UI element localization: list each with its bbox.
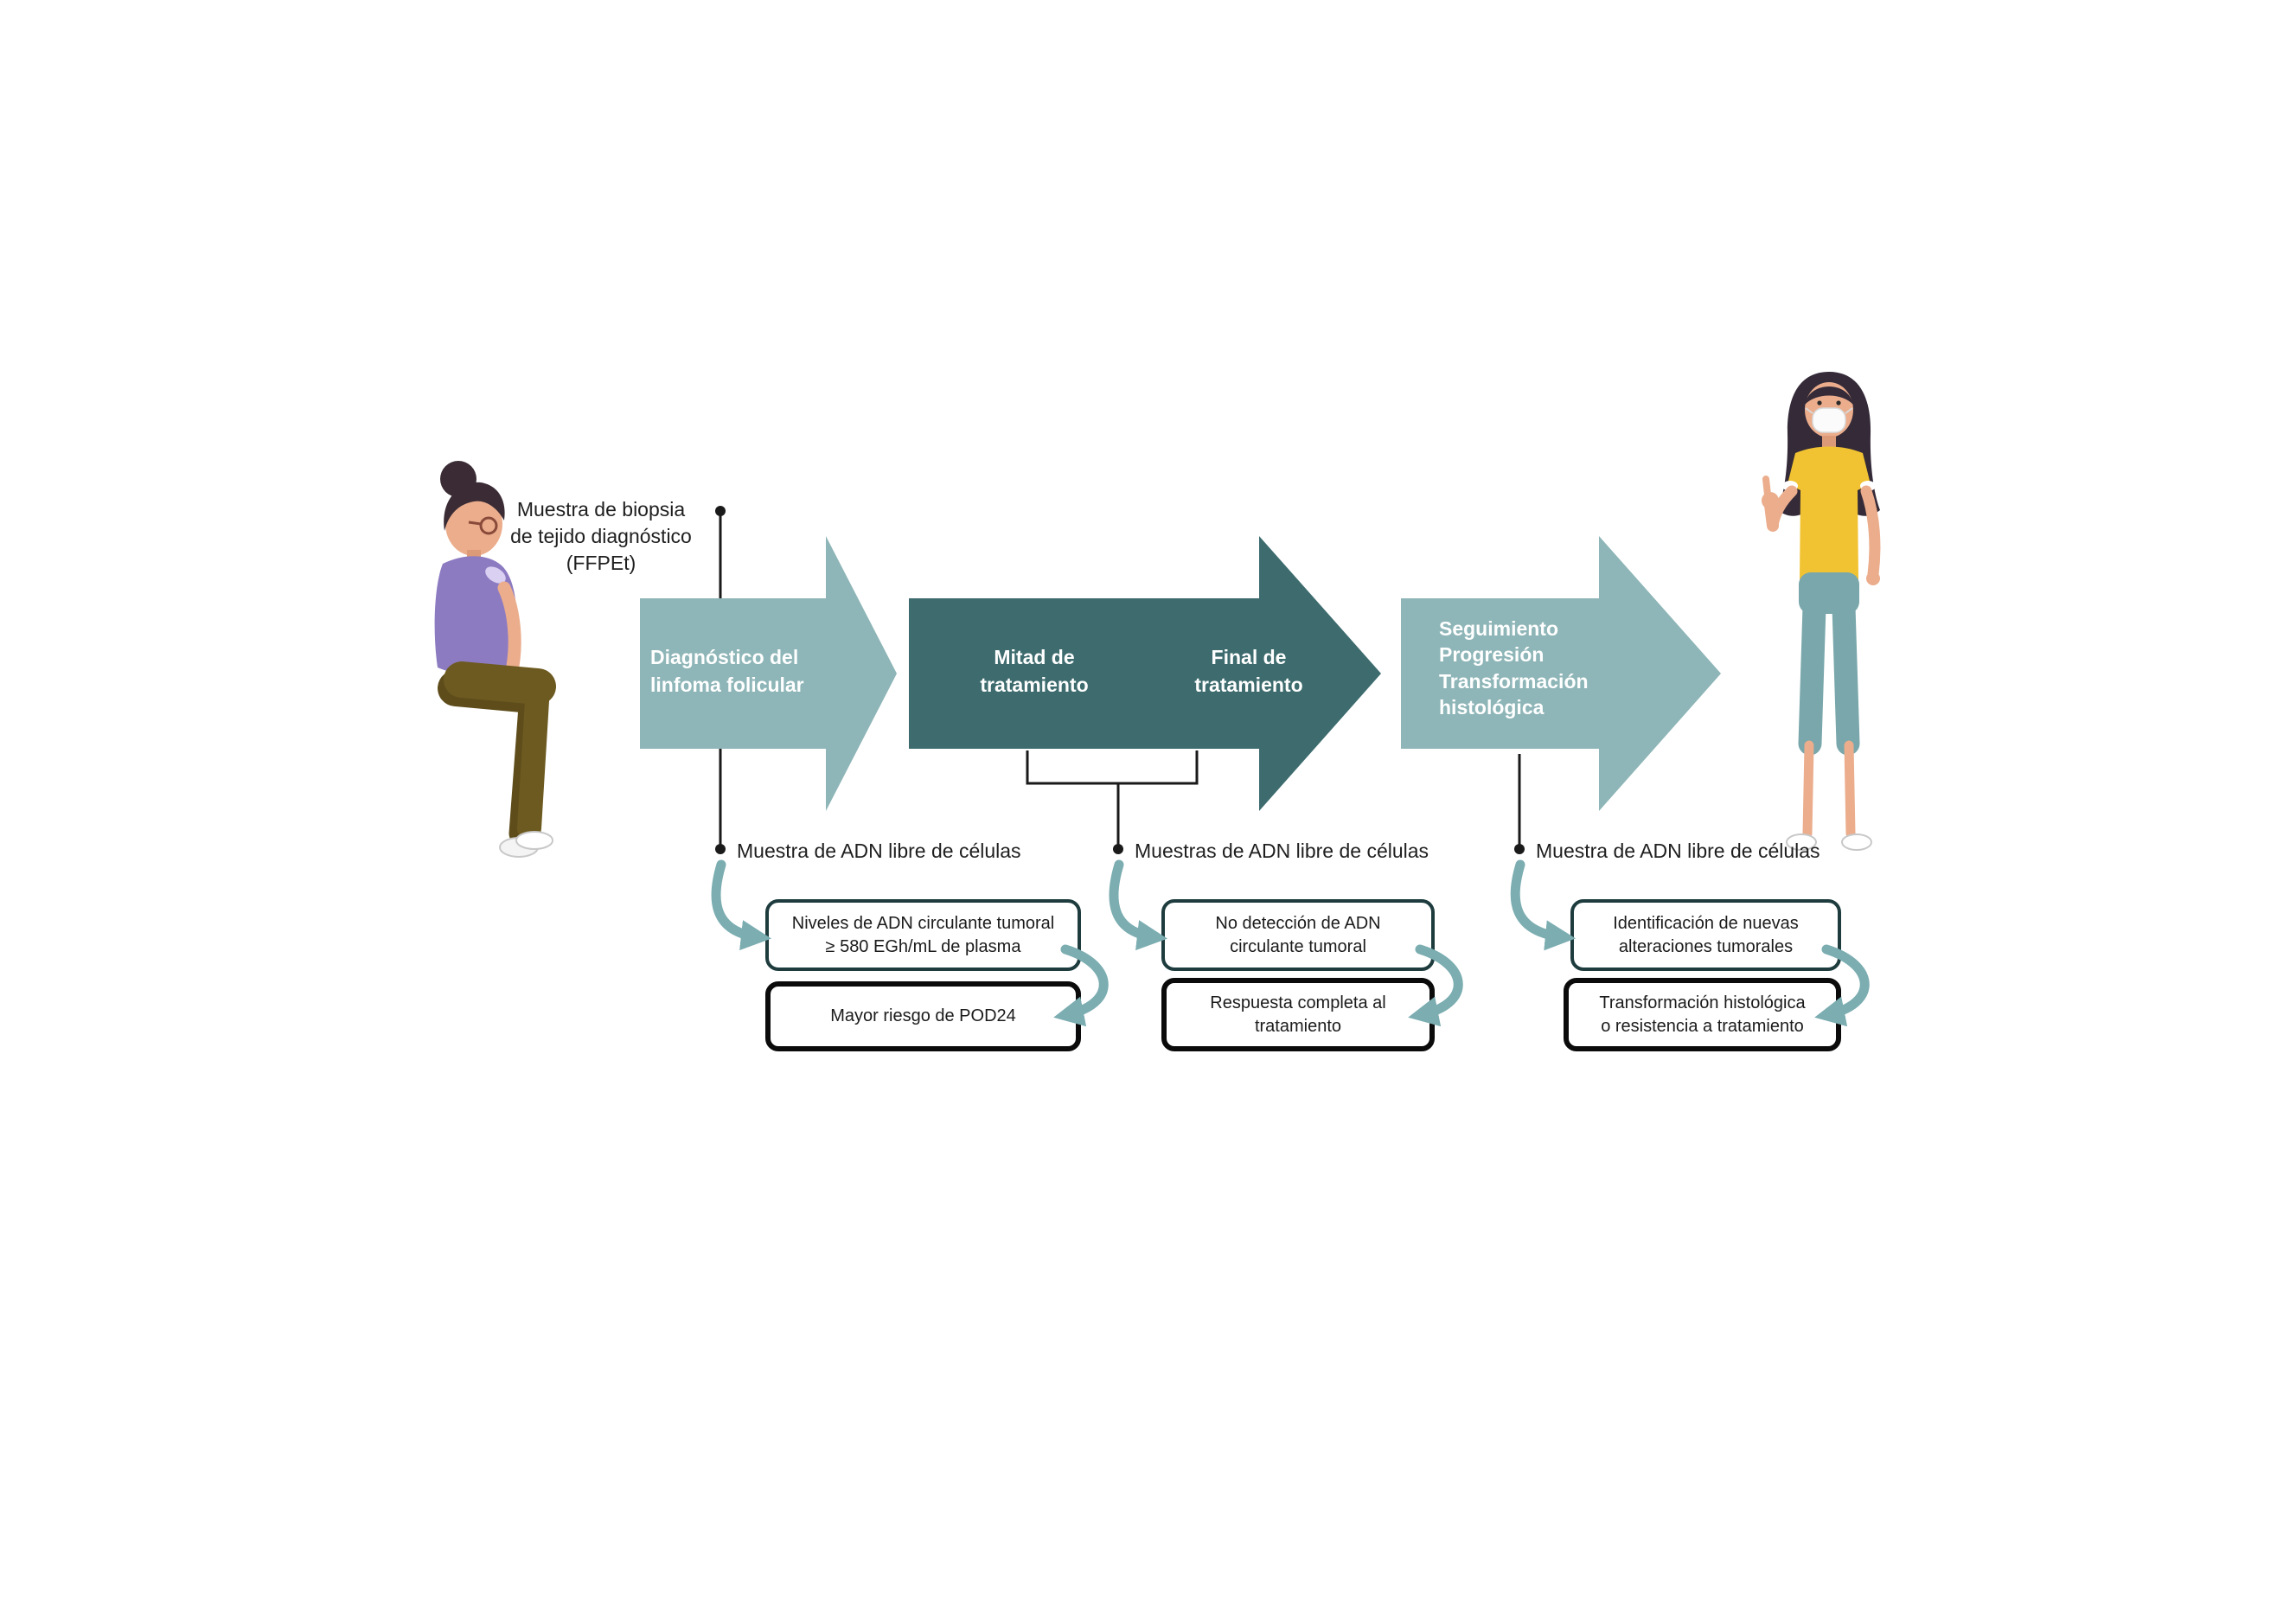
neck <box>1822 436 1836 450</box>
standing-patient-illustration <box>1762 372 1881 851</box>
finding-box-followup: Identificación de nuevas alteraciones tu… <box>1570 899 1841 971</box>
swoosh-arrow-into-finding-2 <box>1109 859 1167 951</box>
connector-dot <box>715 506 726 516</box>
shoe <box>499 837 539 858</box>
yellow-shirt <box>1788 446 1871 586</box>
shoe <box>1841 833 1872 851</box>
hair-bun <box>440 461 476 497</box>
connector-dot <box>1514 844 1525 854</box>
long-hair <box>1778 372 1880 516</box>
stage-1-arrow-label: Diagnóstico del linfoma folicular <box>650 646 804 697</box>
outcome-box-followup: Transformación histológica o resistencia… <box>1564 978 1841 1051</box>
cfdna-sample-label-1: Muestra de ADN libre de células <box>737 840 1021 862</box>
swoosh-arrow-into-finding-1 <box>711 859 771 951</box>
teal-pants <box>1799 572 1859 614</box>
cfdna-sample-label-2: Muestras de ADN libre de células <box>1135 840 1429 862</box>
neck <box>467 550 481 564</box>
biopsy-sample-label: Muestra de biopsia de tejido diagnóstico… <box>510 498 692 575</box>
stage-2-mid-treatment-label: Mitad de tratamiento <box>980 646 1089 697</box>
connector-dot <box>1113 844 1123 854</box>
face-mask <box>1812 407 1846 433</box>
arm <box>1860 485 1881 580</box>
outcome-box-treatment: Respuesta completa al tratamiento <box>1161 978 1435 1051</box>
finding-box-treatment: No detección de ADN circulante tumoral <box>1161 899 1435 971</box>
stage-3-arrow-label: Seguimiento Progresión Transformación hi… <box>1439 617 1589 719</box>
shoe <box>515 831 553 850</box>
cfdna-sample-label-3: Muestra de ADN libre de células <box>1536 840 1820 862</box>
finding-box-diagnosis: Niveles de ADN circulante tumoral ≥ 580 … <box>765 899 1081 971</box>
swoosh-arrow-into-finding-3 <box>1510 859 1577 951</box>
connector-dot <box>715 844 726 854</box>
olive-pants <box>444 661 556 705</box>
arm <box>497 581 521 681</box>
outcome-box-diagnosis: Mayor riesgo de POD24 <box>765 981 1081 1051</box>
head <box>1805 382 1853 437</box>
stage-2-end-treatment-label: Final de tratamiento <box>1194 646 1303 697</box>
followup-connector-line <box>1514 754 1525 854</box>
thumbs-up-hand <box>1762 492 1779 509</box>
